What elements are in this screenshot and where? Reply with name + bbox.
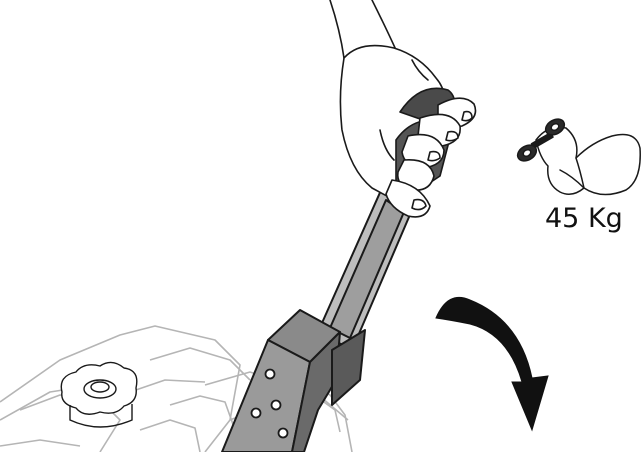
force-label: 45 Kg (545, 203, 623, 234)
hand-grip-icon (330, 0, 476, 217)
star-knob (61, 362, 137, 427)
flexed-arm-dumbbell-icon (515, 116, 640, 195)
rotation-arrow-icon (436, 297, 548, 430)
